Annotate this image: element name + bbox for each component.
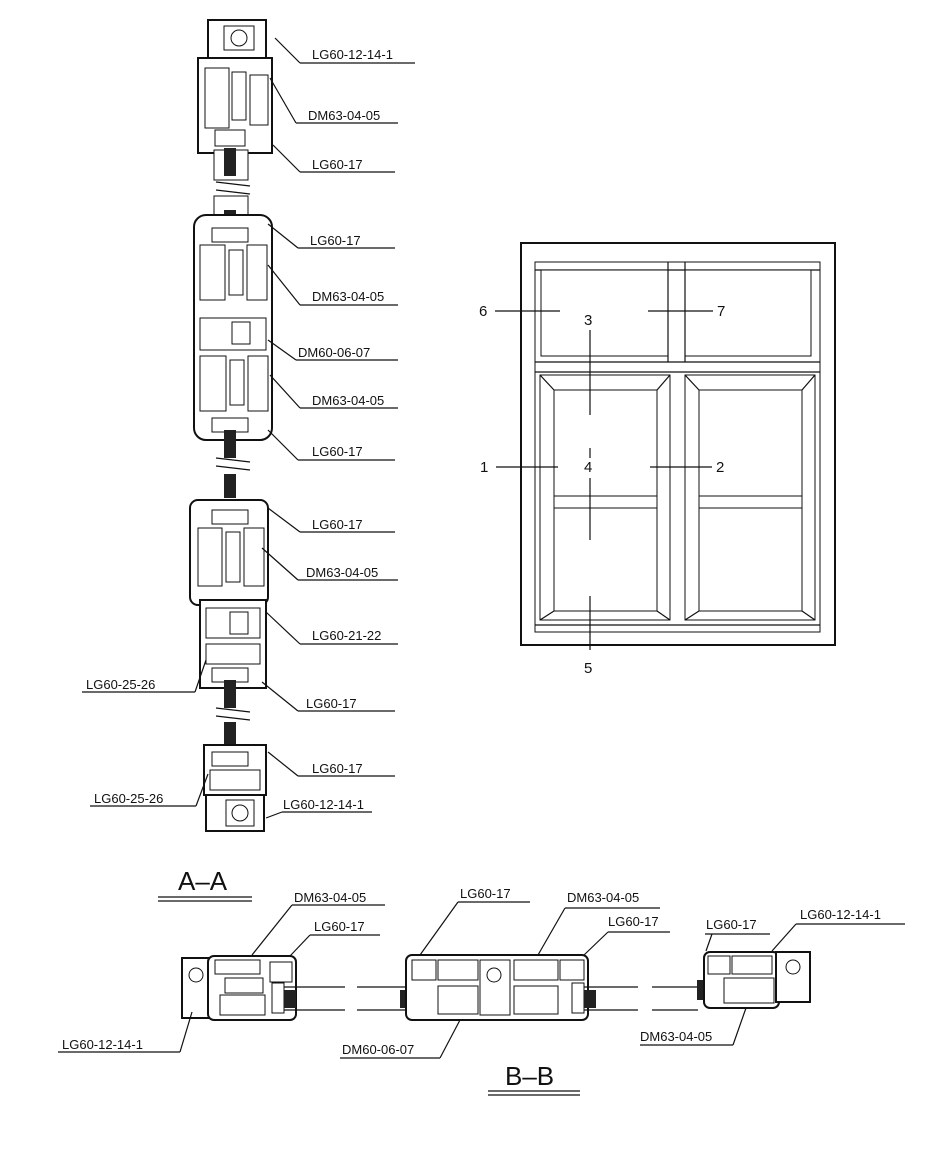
- callout-bb-2: LG60-17: [289, 919, 380, 957]
- part-label: DM63-04-05: [306, 565, 378, 580]
- callout-aa-5: DM63-04-05: [267, 264, 398, 306]
- part-label: LG60-12-14-1: [283, 797, 364, 812]
- part-label: DM63-04-05: [640, 1029, 712, 1044]
- callout-aa-12: LG60-25-26: [82, 659, 207, 693]
- part-label: LG60-17: [310, 233, 361, 248]
- part-label: LG60-17: [312, 761, 363, 776]
- callout-2: 2: [716, 459, 724, 476]
- callout-7: 7: [717, 303, 725, 320]
- callout-bb-3: LG60-12-14-1: [58, 1011, 193, 1053]
- section-aa-labels: LG60-12-14-1 DM63-04-05 LG60-17 LG60-17 …: [82, 37, 415, 819]
- callout-1: 1: [480, 459, 488, 476]
- part-label: LG60-12-14-1: [62, 1037, 143, 1052]
- section-aa-title: A–A: [158, 866, 252, 902]
- part-label: LG60-17: [312, 517, 363, 532]
- callout-aa-4: LG60-17: [267, 223, 395, 249]
- callout-bb-5: DM63-04-05: [537, 890, 660, 956]
- part-label: LG60-17: [460, 886, 511, 901]
- section-title: A–A: [178, 866, 228, 896]
- part-label: LG60-21-22: [312, 628, 381, 643]
- part-label: DM63-04-05: [308, 108, 380, 123]
- section-bb-profiles: [181, 951, 811, 1021]
- callout-bb-9: LG60-12-14-1: [771, 907, 905, 952]
- section-aa-profiles: [189, 19, 273, 832]
- callout-aa-6: DM60-06-07: [267, 339, 398, 361]
- callout-bb-1: DM63-04-05: [251, 890, 385, 956]
- part-label: DM63-04-05: [567, 890, 639, 905]
- callout-aa-8: LG60-17: [267, 429, 395, 461]
- part-label: LG60-17: [608, 914, 659, 929]
- callout-bb-6: LG60-17: [583, 914, 670, 956]
- part-label: LG60-25-26: [86, 677, 155, 692]
- part-label: LG60-17: [312, 444, 363, 459]
- callout-aa-15: LG60-25-26: [90, 773, 209, 807]
- callout-aa-2: DM63-04-05: [269, 77, 398, 124]
- part-label: DM63-04-05: [294, 890, 366, 905]
- callout-bb-10: DM63-04-05: [640, 1007, 747, 1046]
- part-label: LG60-17: [306, 696, 357, 711]
- callout-aa-3: LG60-17: [272, 144, 395, 173]
- callout-5: 5: [584, 660, 592, 677]
- section-title: B–B: [505, 1061, 554, 1091]
- part-label: LG60-25-26: [94, 791, 163, 806]
- callout-aa-14: LG60-17: [267, 751, 395, 777]
- section-bb-labels: DM63-04-05 LG60-17 LG60-12-14-1 LG60-17 …: [58, 886, 905, 1059]
- callout-4: 4: [584, 459, 592, 476]
- part-label: DM60-06-07: [342, 1042, 414, 1057]
- callout-aa-9: LG60-17: [267, 507, 395, 533]
- callout-aa-10: DM63-04-05: [261, 547, 398, 581]
- callout-6: 6: [479, 303, 487, 320]
- callout-3: 3: [584, 312, 592, 329]
- callout-aa-16: LG60-12-14-1: [265, 797, 372, 819]
- part-label: DM63-04-05: [312, 393, 384, 408]
- callout-aa-11: LG60-21-22: [265, 611, 398, 645]
- part-label: LG60-17: [706, 917, 757, 932]
- part-label: DM63-04-05: [312, 289, 384, 304]
- part-label: LG60-17: [314, 919, 365, 934]
- window-elevation: 6 7 3 1 4 2 5: [479, 242, 836, 677]
- callout-bb-8: LG60-17: [705, 917, 770, 952]
- callout-bb-4: LG60-17: [419, 886, 530, 956]
- section-bb-title: B–B: [488, 1061, 580, 1096]
- part-label: LG60-12-14-1: [800, 907, 881, 922]
- callout-aa-7: DM63-04-05: [269, 374, 398, 409]
- part-label: LG60-17: [312, 157, 363, 172]
- callout-bb-7: DM60-06-07: [340, 1019, 461, 1059]
- part-label: LG60-12-14-1: [312, 47, 393, 62]
- part-label: DM60-06-07: [298, 345, 370, 360]
- callout-aa-13: LG60-17: [261, 681, 395, 712]
- callout-aa-1: LG60-12-14-1: [274, 37, 415, 64]
